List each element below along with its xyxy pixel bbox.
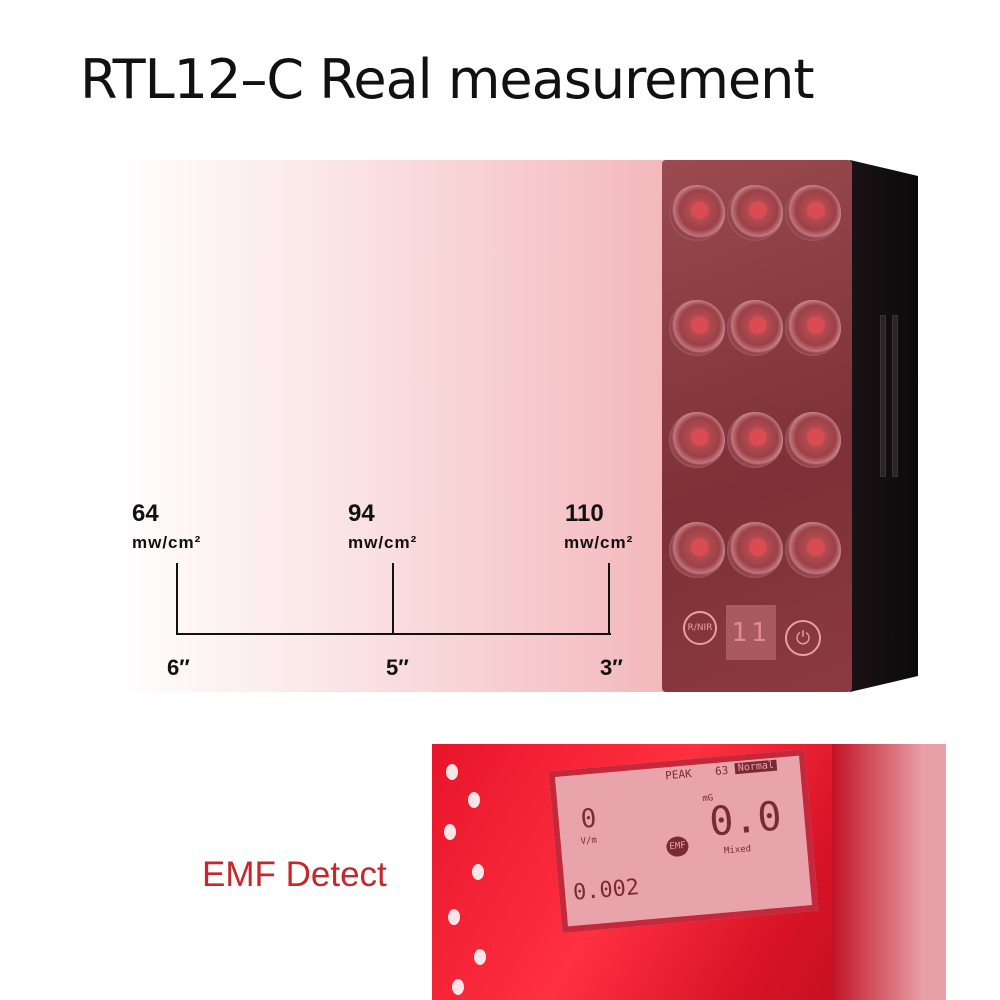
led-lens <box>785 300 841 356</box>
rf-value: 0.002 <box>572 875 641 906</box>
distance-label: 5″ <box>386 655 409 680</box>
mg-value: 0.0 <box>707 793 784 846</box>
ef-value: 0 <box>579 803 598 835</box>
mode-button: R/NIR <box>683 611 717 645</box>
distance-label: 6″ <box>167 655 190 680</box>
led-lens <box>785 522 841 578</box>
irradiance-unit: mw/cm² <box>564 533 634 552</box>
led-lens <box>669 412 725 468</box>
power-icon: ⏻ <box>785 620 821 656</box>
irradiance-value: 64 <box>132 500 159 527</box>
led-lens <box>727 412 783 468</box>
emf-detect-label: EMF Detect <box>202 855 387 894</box>
peak-label: PEAK <box>664 767 693 783</box>
status-badge: Normal <box>734 759 778 775</box>
page-title: RTL12–C Real measurement <box>80 48 815 111</box>
device-front-panel <box>662 160 852 692</box>
peak-value: 63 <box>714 763 729 778</box>
mode-label: Mixed <box>723 844 752 857</box>
led-lens <box>727 185 783 241</box>
led-lens <box>727 522 783 578</box>
led-lens <box>669 185 725 241</box>
emf-meter-screen: PEAK 63 Normal 0 V/m mG 0.0 Mixed EMF 0.… <box>548 749 819 933</box>
led-lens <box>669 300 725 356</box>
irradiance-unit: mw/cm² <box>132 533 202 552</box>
emf-badge: EMF <box>665 835 690 858</box>
irradiance-value: 110 <box>565 500 604 527</box>
led-lens <box>669 522 725 578</box>
led-lens <box>785 185 841 241</box>
irradiance-unit: mw/cm² <box>348 533 418 552</box>
vent-slot <box>892 315 898 477</box>
ef-unit: V/m <box>580 835 598 847</box>
light-gradient <box>110 160 710 692</box>
tick-line <box>392 563 394 635</box>
led-lens <box>727 300 783 356</box>
digital-display: 11 <box>726 605 776 660</box>
distance-label: 3″ <box>600 655 623 680</box>
tick-line <box>176 563 178 635</box>
tick-line <box>608 563 610 635</box>
vent-slot <box>880 315 886 477</box>
irradiance-value: 94 <box>348 500 375 527</box>
distance-axis <box>177 633 611 635</box>
led-lens <box>785 412 841 468</box>
